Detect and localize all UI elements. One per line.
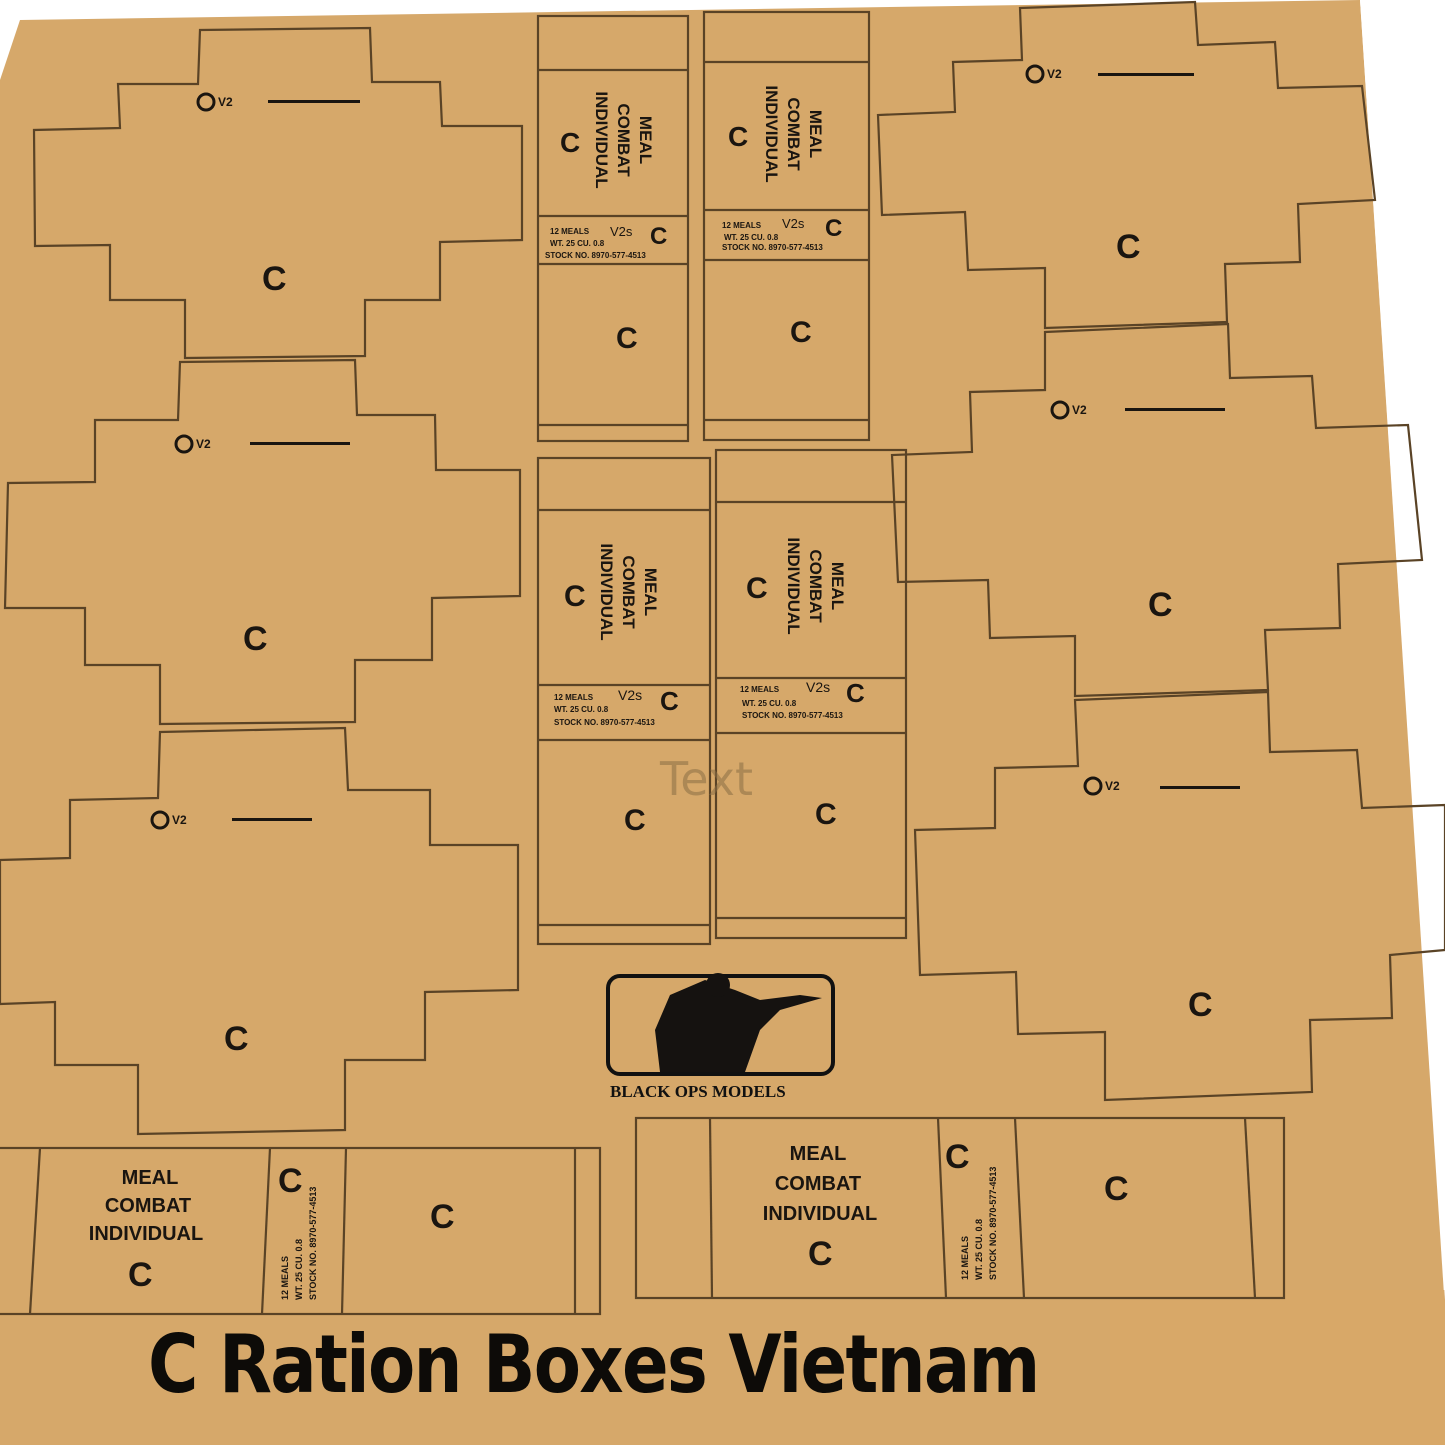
- svg-text:12 MEALS: 12 MEALS: [722, 221, 762, 230]
- strip-label-4: MEAL COMBAT INDIVIDUAL: [784, 537, 847, 634]
- strip-mid-right: C C: [714, 448, 908, 940]
- net-c-marks: C C C C C C: [224, 228, 1213, 1058]
- svg-text:STOCK NO. 8970-577-4513: STOCK NO. 8970-577-4513: [988, 1167, 998, 1280]
- strip-info-3: 12 MEALS V2s C WT. 25 CU. 0.8 STOCK NO. …: [554, 686, 679, 727]
- svg-text:WT. 25 CU. 0.8: WT. 25 CU. 0.8: [550, 239, 605, 248]
- svg-text:WT. 25 CU. 0.8: WT. 25 CU. 0.8: [554, 705, 609, 714]
- svg-text:STOCK NO. 8970-577-4513: STOCK NO. 8970-577-4513: [554, 718, 655, 727]
- svg-text:C: C: [224, 1020, 249, 1058]
- svg-text:V2s: V2s: [782, 216, 805, 231]
- svg-text:STOCK NO. 8970-577-4513: STOCK NO. 8970-577-4513: [308, 1187, 318, 1300]
- svg-text:V2: V2: [172, 813, 187, 827]
- svg-text:C: C: [1188, 986, 1213, 1024]
- svg-text:COMBAT: COMBAT: [105, 1195, 191, 1217]
- black-ops-logo: BLACK OPS MODELS: [606, 973, 835, 1101]
- page-title: C Ration Boxes Vietnam: [148, 1318, 1040, 1411]
- svg-text:COMBAT: COMBAT: [619, 555, 638, 629]
- svg-text:COMBAT: COMBAT: [614, 103, 633, 177]
- svg-text:C: C: [746, 572, 768, 605]
- svg-text:C: C: [825, 215, 842, 242]
- svg-text:INDIVIDUAL: INDIVIDUAL: [784, 537, 803, 634]
- svg-text:MEAL: MEAL: [790, 1143, 847, 1165]
- svg-text:INDIVIDUAL: INDIVIDUAL: [592, 91, 611, 188]
- strip-info-1: 12 MEALS V2s C WT. 25 CU. 0.8 STOCK NO. …: [545, 223, 667, 260]
- box-net-left-3: [0, 726, 520, 1136]
- svg-text:C: C: [430, 1198, 455, 1236]
- svg-text:WT. 25 CU. 0.8: WT. 25 CU. 0.8: [974, 1219, 984, 1280]
- svg-text:STOCK NO. 8970-577-4513: STOCK NO. 8970-577-4513: [545, 251, 646, 260]
- svg-text:COMBAT: COMBAT: [806, 549, 825, 623]
- svg-text:INDIVIDUAL: INDIVIDUAL: [762, 85, 781, 182]
- svg-text:STOCK NO. 8970-577-4513: STOCK NO. 8970-577-4513: [742, 711, 843, 720]
- strip-top-left: C C: [536, 14, 690, 443]
- svg-text:COMBAT: COMBAT: [784, 97, 803, 171]
- svg-text:C: C: [616, 322, 638, 355]
- svg-text:V2: V2: [1047, 67, 1062, 81]
- svg-text:V2s: V2s: [618, 687, 642, 703]
- svg-text:C: C: [624, 804, 646, 837]
- svg-text:C: C: [808, 1235, 833, 1273]
- svg-text:MEAL: MEAL: [122, 1167, 179, 1189]
- strip-label-3: MEAL COMBAT INDIVIDUAL: [597, 543, 660, 640]
- svg-text:C: C: [1116, 228, 1141, 266]
- svg-text:C: C: [128, 1256, 153, 1294]
- svg-text:MEAL: MEAL: [641, 568, 660, 616]
- svg-text:WT. 25 CU. 0.8: WT. 25 CU. 0.8: [742, 699, 797, 708]
- box-net-right-1: [876, 0, 1377, 330]
- svg-text:COMBAT: COMBAT: [775, 1173, 861, 1195]
- svg-text:C: C: [1148, 586, 1173, 624]
- bottom-strip-right: MEAL COMBAT INDIVIDUAL C C 12 MEALS WT. …: [634, 1116, 1286, 1300]
- svg-text:MEAL: MEAL: [636, 116, 655, 164]
- svg-text:C: C: [564, 580, 586, 613]
- strip-mid-left: C C: [536, 456, 712, 946]
- box-net-right-2: [890, 322, 1424, 698]
- svg-text:WT. 25 CU. 0.8: WT. 25 CU. 0.8: [294, 1239, 304, 1300]
- net-v2-emblems: V2 V2 V2 V2 V2 V2: [150, 64, 1240, 830]
- svg-text:12 MEALS: 12 MEALS: [740, 685, 780, 694]
- watermark: Text: [659, 752, 753, 806]
- svg-text:INDIVIDUAL: INDIVIDUAL: [597, 543, 616, 640]
- svg-text:C: C: [790, 316, 812, 349]
- svg-text:V2: V2: [196, 437, 211, 451]
- svg-text:V2s: V2s: [610, 224, 633, 239]
- box-net-left-1: [32, 26, 524, 360]
- box-net-left-2: [3, 358, 522, 726]
- svg-text:WT. 25 CU. 0.8: WT. 25 CU. 0.8: [724, 233, 779, 242]
- svg-text:C: C: [262, 260, 287, 298]
- svg-text:C: C: [815, 798, 837, 831]
- svg-text:BLACK OPS MODELS: BLACK OPS MODELS: [610, 1082, 786, 1101]
- svg-text:MEAL: MEAL: [828, 562, 847, 610]
- strip-info-2: 12 MEALS V2s C WT. 25 CU. 0.8 STOCK NO. …: [722, 215, 842, 252]
- svg-text:V2: V2: [218, 95, 233, 109]
- svg-text:12 MEALS: 12 MEALS: [554, 693, 594, 702]
- svg-text:C: C: [728, 121, 748, 152]
- svg-text:STOCK NO. 8970-577-4513: STOCK NO. 8970-577-4513: [722, 243, 823, 252]
- box-net-right-3: [913, 690, 1445, 1102]
- svg-text:C: C: [650, 223, 667, 250]
- strip-top-right: C C: [702, 10, 871, 442]
- strip-label-1: MEAL COMBAT INDIVIDUAL: [592, 91, 655, 188]
- svg-text:C: C: [945, 1138, 970, 1176]
- svg-text:C: C: [278, 1162, 303, 1200]
- svg-text:12 MEALS: 12 MEALS: [960, 1236, 970, 1280]
- svg-text:C: C: [560, 127, 580, 158]
- strip-info-4: 12 MEALS V2s C WT. 25 CU. 0.8 STOCK NO. …: [740, 678, 865, 720]
- svg-text:V2: V2: [1105, 779, 1120, 793]
- svg-text:12 MEALS: 12 MEALS: [280, 1256, 290, 1300]
- bottom-strip-left: MEAL COMBAT INDIVIDUAL C C 12 MEALS WT. …: [0, 1146, 602, 1316]
- svg-text:INDIVIDUAL: INDIVIDUAL: [89, 1223, 203, 1245]
- svg-text:C: C: [1104, 1170, 1129, 1208]
- svg-text:V2s: V2s: [806, 679, 830, 695]
- svg-text:C: C: [846, 678, 865, 708]
- strip-label-2: MEAL COMBAT INDIVIDUAL: [762, 85, 825, 182]
- svg-text:MEAL: MEAL: [806, 110, 825, 158]
- svg-text:INDIVIDUAL: INDIVIDUAL: [763, 1203, 877, 1225]
- svg-text:C: C: [660, 686, 679, 716]
- svg-text:V2: V2: [1072, 403, 1087, 417]
- svg-text:C: C: [243, 620, 268, 658]
- svg-text:12 MEALS: 12 MEALS: [550, 227, 590, 236]
